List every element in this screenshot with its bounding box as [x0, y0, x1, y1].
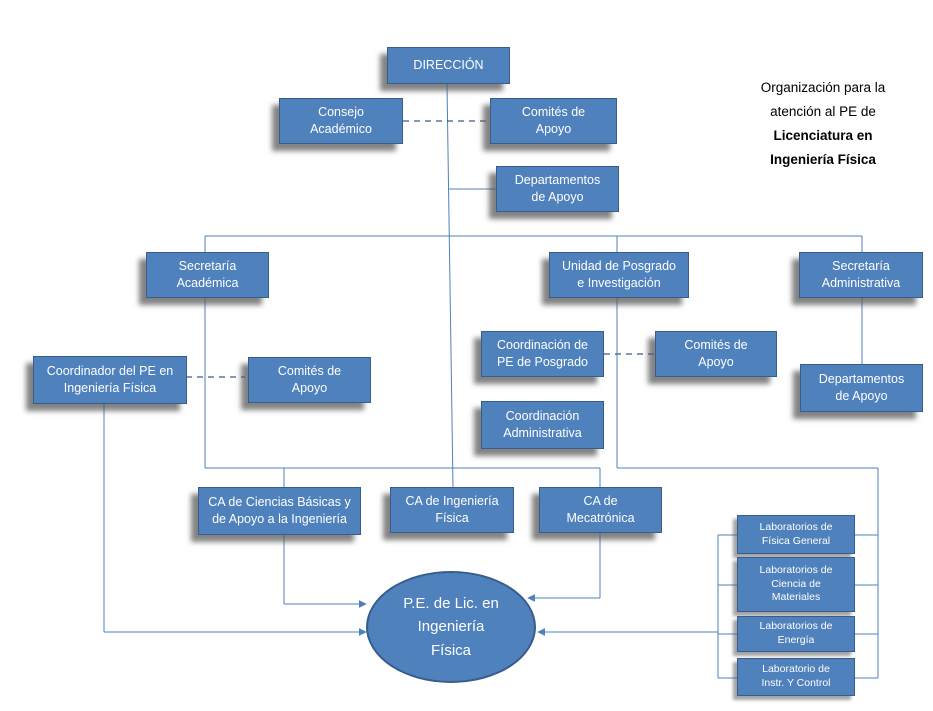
node-lab-ciencia-materiales: Laboratorios de Ciencia de Materiales: [737, 557, 855, 612]
title-line-4: Ingeniería Física: [770, 152, 876, 167]
node-consejo-academico: Consejo Académico: [279, 98, 403, 144]
title-line-2: atención al PE de: [770, 104, 876, 119]
node-secretaria-administrativa: Secretaría Administrativa: [799, 252, 923, 298]
node-coordinacion-administrativa: Coordinación Administrativa: [481, 401, 604, 449]
node-comites-apoyo-posgrado: Comités de Apoyo: [655, 331, 777, 377]
node-lab-instr-control: Laboratorio de Instr. Y Control: [737, 658, 855, 696]
node-unidad-posgrado: Unidad de Posgrado e Investigación: [549, 252, 689, 298]
node-departamentos-apoyo-admin: Departamentos de Apoyo: [800, 364, 923, 412]
node-comites-apoyo-pe: Comités de Apoyo: [248, 357, 371, 403]
node-lab-energia: Laboratorios de Energía: [737, 616, 855, 652]
connector-direccion-main: [446, 83, 454, 488]
node-ca-ciencias-basicas: CA de Ciencias Básicas y de Apoyo a la I…: [198, 487, 361, 535]
node-coordinacion-posgrado: Coordinación de PE de Posgrado: [481, 331, 604, 377]
node-ca-ingenieria-fisica: CA de Ingeniería Física: [390, 487, 514, 533]
diagram-title: Organización para la atención al PE de L…: [738, 76, 908, 172]
node-departamentos-apoyo-direccion: Departamentos de Apoyo: [496, 166, 619, 212]
node-comites-apoyo-direccion: Comités de Apoyo: [490, 98, 617, 144]
node-pe-licenciatura: P.E. de Lic. en Ingeniería Física: [366, 571, 536, 683]
title-line-1: Organización para la: [760, 80, 886, 95]
node-coordinador-pe: Coordinador del PE en Ingeniería Física: [33, 356, 187, 404]
node-direccion: DIRECCIÓN: [387, 47, 510, 84]
node-lab-fisica-general: Laboratorios de Física General: [737, 515, 855, 554]
title-line-3: Licenciatura en: [773, 128, 873, 143]
node-ca-mecatronica: CA de Mecatrónica: [539, 487, 662, 533]
node-secretaria-academica: Secretaría Académica: [146, 252, 269, 298]
